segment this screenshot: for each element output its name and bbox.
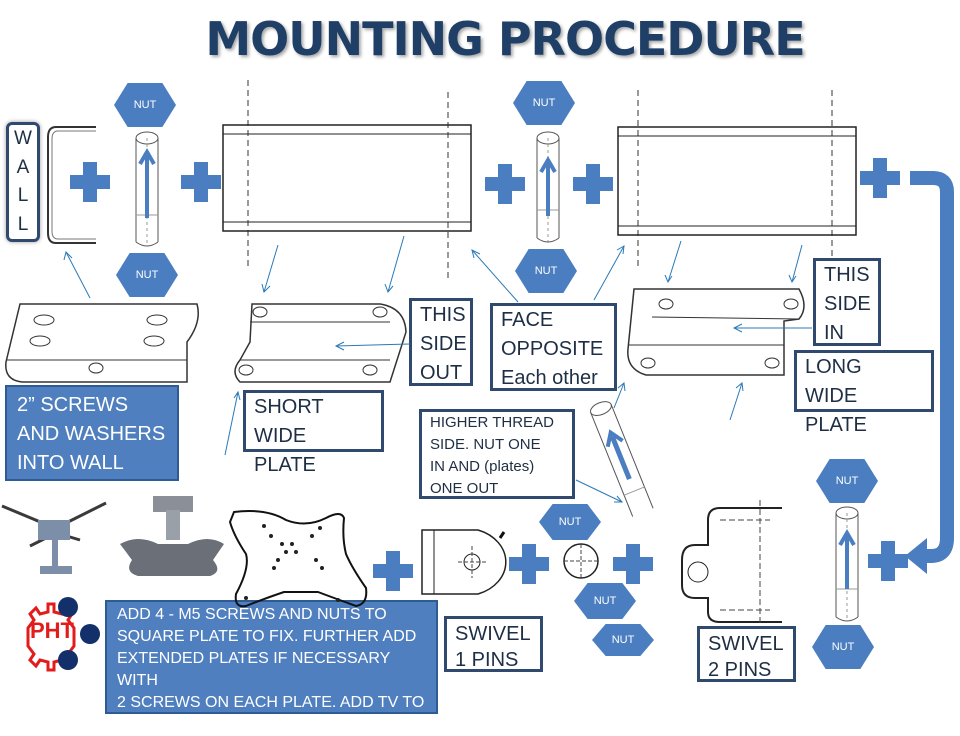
this-side-out-label: THIS SIDE OUT [409,298,473,386]
wall-letter: L [17,213,29,235]
short-wide-plate-label: SHORT WIDE PLATE [243,390,384,476]
angled-pin-drawing [589,401,654,517]
long-plate-top-view [617,90,857,270]
nut-swivel-2-bottom: NUT [812,625,874,669]
nut-swivel-1-bottom: NUT [574,583,636,619]
nut-swivel-1-top: NUT [539,504,601,540]
logo-text: PHT [30,618,74,643]
wall-plate-drawing [5,303,199,383]
wall-letter: W [14,128,32,150]
wall-bracket-drawing [47,126,96,244]
nut-bottom-2: NUT [515,249,577,293]
pin-drawing [835,506,859,622]
flow-arrow [905,171,954,574]
wall-letter: L [17,185,29,207]
plus-icon [573,164,613,204]
this-side-in-label: THIS SIDE IN [813,258,881,346]
mount-arm-photo-1 [1,501,107,574]
higher-thread-label: HIGHER THREAD SIDE. NUT ONE IN AND (plat… [419,409,575,499]
swivel-2-pins-label: SWIVEL 2 PINS [697,626,796,682]
long-wide-plate-label: LONG WIDE PLATE [794,350,934,436]
swivel-1-pins-label: SWIVEL 1 PINS [444,616,543,672]
nut-top-1: NUT [114,83,176,127]
plus-icon [509,544,549,584]
swivel-2-pin-drawing [681,500,782,624]
vesa-plate-drawing [228,510,368,608]
pin-drawing [536,131,560,243]
washer-drawing [563,543,599,579]
short-plate-top-view [222,80,472,280]
wall-screws-instruction: 2” SCREWS AND WASHERS INTO WALL [5,385,179,481]
wall-label: W A L L [6,122,40,242]
logo-dot [58,650,78,670]
plus-icon [181,162,221,202]
plus-icon [70,162,110,202]
plus-icon [613,544,653,584]
logo-dot [80,624,100,644]
plus-icon [373,551,413,591]
wall-letter: A [16,156,30,178]
nut-swivel-2-top: NUT [816,459,878,503]
swivel-1-pin-drawing [421,529,507,595]
plus-icon [485,164,525,204]
pin-drawing [135,131,159,247]
page-title: MOUNTING PROCEDURE [205,12,805,66]
plus-icon [868,541,908,581]
long-plate-drawing [627,288,805,376]
short-plate-drawing [234,303,407,383]
nut-top-2: NUT [513,81,575,125]
nut-bottom-1: NUT [116,253,178,297]
plus-icon [860,158,900,198]
pointer-arrows [63,235,812,503]
face-opposite-label: FACE OPPOSITE Each other [490,303,617,391]
logo-dot [58,597,78,617]
mount-arm-photo-2 [120,496,224,576]
nut-extra: NUT [592,624,654,656]
